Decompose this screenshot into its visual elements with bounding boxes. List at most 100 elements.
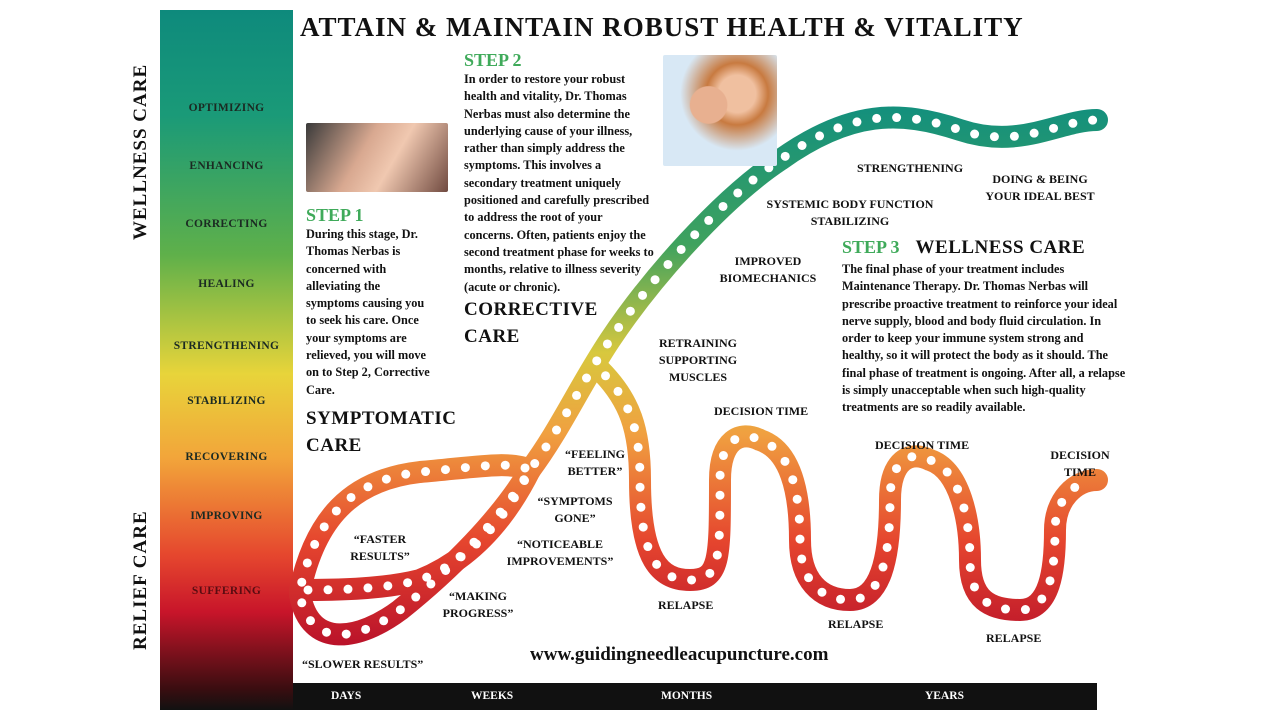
step2-phase: CORRECTIVE CARE [464, 298, 598, 347]
curve-dot [715, 490, 725, 500]
step2-photo-couple [663, 55, 777, 166]
curve-dot [411, 592, 421, 602]
curve-dot [885, 503, 895, 513]
level-improving: IMPROVING [190, 510, 263, 522]
curve-dot [815, 131, 825, 141]
curve-dot [1045, 576, 1055, 586]
curve-dot [623, 404, 633, 414]
step1-phase: SYMPTOMATIC CARE [306, 407, 457, 456]
curve-dot [1037, 594, 1047, 604]
curve-dot [346, 492, 356, 502]
curve-dot [963, 523, 973, 533]
curve-dot [441, 565, 451, 575]
curve-dot [395, 605, 405, 615]
label-slower-results: “SLOWER RESULTS” [302, 657, 424, 671]
curve-dot [625, 306, 635, 316]
curve-dot [705, 568, 715, 578]
website-link[interactable]: www.guidingneedleacupuncture.com [530, 644, 829, 665]
curve-dot [970, 129, 980, 139]
curve-dot [718, 451, 728, 461]
curve-corrective-to-wellness [519, 106, 1108, 481]
step1-heading: STEP 1 [306, 205, 364, 225]
curve-dot [907, 452, 917, 462]
level-correcting: CORRECTING [185, 218, 268, 230]
curve-dot [870, 580, 880, 590]
curve-dot [1009, 131, 1019, 141]
curve-dot [931, 118, 941, 128]
curve-dot [495, 507, 505, 517]
curve-dot [715, 470, 725, 480]
curve-dot [421, 467, 431, 477]
curve-dot [959, 503, 969, 513]
curve-dot [297, 577, 307, 587]
curve-dot [643, 542, 653, 552]
curve-dot [718, 201, 728, 211]
time-axis: DAYS WEEKS MONTHS YEARS [293, 683, 1097, 710]
curve-dot [541, 442, 551, 452]
curve-dot [788, 475, 798, 485]
curve-dot [613, 386, 623, 396]
curve-dot [733, 188, 743, 198]
curve-dot [363, 482, 373, 492]
curve-dot [1068, 118, 1078, 128]
step3-text: The final phase of your treatment includ… [842, 262, 1126, 415]
level-suffering: SUFFERING [191, 585, 262, 597]
curve-dot [833, 123, 843, 133]
curve-dot [638, 290, 648, 300]
step2-block: STEP 2 In order to restore your robust h… [464, 50, 654, 350]
curve-dot [310, 539, 320, 549]
curve-dot [614, 322, 624, 332]
curve-dot [530, 459, 540, 469]
curve-dot [341, 629, 351, 639]
step3-phase: WELLNESS CARE [915, 237, 1086, 258]
curve-dot [297, 598, 307, 608]
level-enhancing: ENHANCING [189, 160, 264, 172]
label-decision-time-3: DECISION TIME [1050, 448, 1110, 479]
tick-months: MONTHS [661, 690, 713, 702]
curve-dot [950, 123, 960, 133]
curve-dot [383, 581, 393, 591]
tick-weeks: WEEKS [471, 690, 514, 702]
curve-dot [891, 464, 901, 474]
curve-dot [912, 114, 922, 124]
curve-dot [455, 552, 465, 562]
curve-dot [635, 462, 645, 472]
curve-dot [480, 461, 490, 471]
page-title: ATTAIN & MAINTAIN ROBUST HEALTH & VITALI… [300, 12, 1024, 42]
step2-text: In order to restore your robust health a… [464, 72, 654, 294]
step2-heading: STEP 2 [464, 50, 522, 70]
tick-days: DAYS [331, 690, 362, 702]
curve-dot [572, 390, 582, 400]
curve-dot [797, 140, 807, 150]
curve-dot [582, 373, 592, 383]
curve-dot [379, 616, 389, 626]
curve-dot [989, 132, 999, 142]
curve-dot [319, 522, 329, 532]
label-relapse-1: RELAPSE [658, 598, 714, 612]
curve-dot [520, 463, 530, 473]
label-feeling-better: “FEELING BETTER” [564, 447, 625, 478]
curve-dot [780, 456, 790, 466]
curve-dot [602, 339, 612, 349]
curve-dot [440, 465, 450, 475]
curve-dot [872, 113, 882, 123]
curve-dot [469, 537, 479, 547]
curve-dot [1088, 115, 1098, 125]
curve-dot [884, 523, 894, 533]
curve-dot [633, 442, 643, 452]
curve-dot [638, 522, 648, 532]
curve-dot [690, 230, 700, 240]
curve-dot [519, 475, 529, 485]
curve-dot [953, 484, 963, 494]
label-doing-being-best: DOING & BEING YOUR IDEAL BEST [985, 172, 1095, 203]
level-optimizing: OPTIMIZING [188, 102, 265, 114]
curve-dot [305, 616, 315, 626]
curve-dot [1000, 604, 1010, 614]
curve-dot [343, 584, 353, 594]
curve-dot [836, 594, 846, 604]
level-healing: HEALING [198, 278, 255, 290]
curve-dot [982, 597, 992, 607]
label-improved-biomechanics: IMPROVED BIOMECHANICS [719, 254, 817, 285]
